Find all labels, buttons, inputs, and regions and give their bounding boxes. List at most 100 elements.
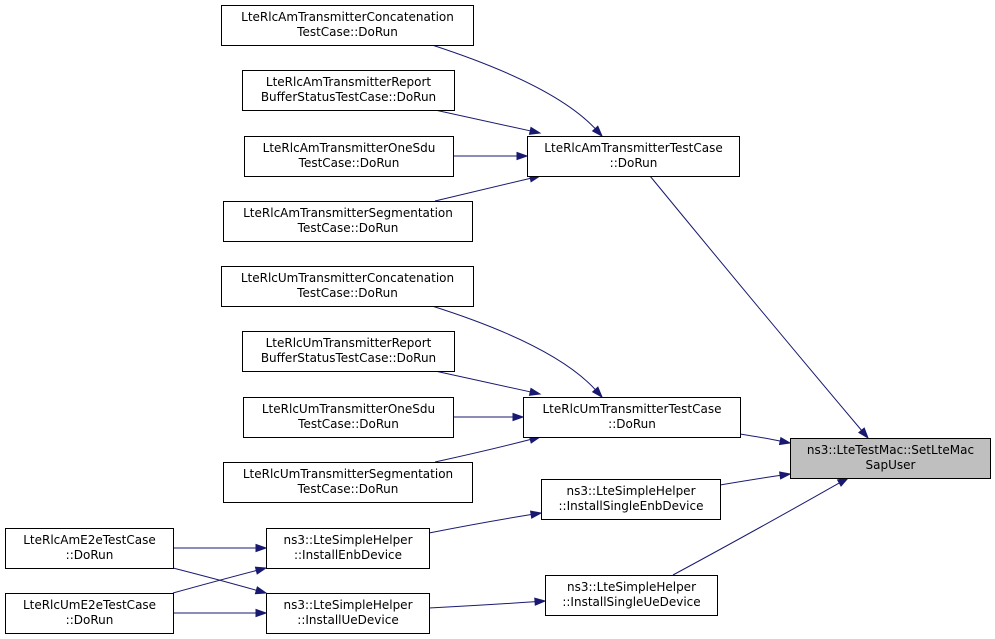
node-label-line2: BufferStatusTestCase::DoRun — [261, 90, 436, 104]
node-label-line2: ::DoRun — [66, 548, 114, 562]
node-label-line2: TestCase::DoRun — [297, 482, 399, 496]
node-install-ue[interactable]: ns3::LteSimpleHelper::InstallUeDevice — [266, 593, 430, 634]
edge-am-e2e-to-install-ue — [172, 567, 258, 592]
node-box[interactable] — [223, 462, 473, 503]
node-um-test[interactable]: LteRlcUmTransmitterTestCase::DoRun — [523, 397, 741, 438]
node-install-enb[interactable]: ns3::LteSimpleHelper::InstallEnbDevice — [266, 528, 430, 569]
arrowhead-install-single-ue-to-setltemacsapuser — [836, 477, 850, 487]
node-label-line2: TestCase::DoRun — [296, 286, 398, 300]
edge-install-enb-to-install-single-enb — [428, 513, 533, 534]
node-label-line1: LteRlcAmTransmitterOneSdu — [263, 141, 436, 155]
node-box[interactable] — [527, 136, 740, 177]
arrowhead-install-single-enb-to-setltemacsapuser — [779, 471, 792, 480]
node-label-line2: ::InstallEnbDevice — [294, 548, 402, 562]
node-um-e2e[interactable]: LteRlcUmE2eTestCase::DoRun — [5, 593, 174, 634]
edge-um-concat-to-um-test — [431, 305, 597, 391]
arrowhead-um-report-to-um-test — [528, 387, 542, 396]
node-box[interactable] — [523, 397, 741, 438]
arrowhead-um-onesdu-to-um-test — [512, 412, 525, 422]
node-label-line1: LteRlcAmTransmitterSegmentation — [243, 206, 453, 220]
node-label-line1: LteRlcUmE2eTestCase — [23, 598, 156, 612]
node-label-line1: ns3::LteTestMac::SetLteMac — [807, 443, 974, 457]
edge-install-ue-to-install-single-ue — [428, 601, 537, 609]
node-am-e2e[interactable]: LteRlcAmE2eTestCase::DoRun — [5, 528, 174, 569]
edge-um-seg-to-um-test — [434, 438, 532, 463]
edge-am-seg-to-am-test — [434, 177, 532, 202]
node-am-concat[interactable]: LteRlcAmTransmitterConcatenationTestCase… — [221, 5, 474, 46]
node-label-line2: TestCase::DoRun — [298, 156, 400, 170]
node-install-single-ue[interactable]: ns3::LteSimpleHelper::InstallSingleUeDev… — [545, 575, 718, 616]
arrowhead-um-concat-to-um-test — [591, 386, 604, 399]
edge-um-e2e-to-install-enb — [172, 569, 258, 594]
node-um-concat[interactable]: LteRlcUmTransmitterConcatenationTestCase… — [221, 266, 474, 307]
arrowhead-am-e2e-to-install-ue — [254, 586, 268, 595]
node-am-report[interactable]: LteRlcAmTransmitterReportBufferStatusTes… — [242, 70, 455, 111]
node-label-line1: ns3::LteSimpleHelper — [567, 580, 696, 594]
node-box[interactable] — [221, 266, 474, 307]
node-box[interactable] — [243, 397, 454, 438]
node-box[interactable] — [545, 575, 718, 616]
node-label-line2: TestCase::DoRun — [297, 417, 399, 431]
edge-install-single-ue-to-setltemacsapuser — [672, 482, 841, 576]
edge-install-single-enb-to-setltemacsapuser — [719, 474, 782, 486]
node-label-line2: ::DoRun — [66, 613, 114, 627]
node-box[interactable] — [266, 528, 430, 569]
node-label-line1: LteRlcUmTransmitterTestCase — [543, 402, 722, 416]
node-label-line1: ns3::LteSimpleHelper — [284, 533, 413, 547]
node-box[interactable] — [242, 331, 455, 372]
node-box[interactable] — [541, 479, 721, 520]
arrowhead-am-concat-to-am-test — [591, 125, 604, 138]
node-label-line1: LteRlcAmTransmitterTestCase — [544, 141, 722, 155]
node-label-line1: LteRlcAmTransmitterReport — [266, 75, 431, 89]
arrowhead-am-test-to-setltemacsapuser — [858, 427, 869, 440]
edge-am-test-to-setltemacsapuser — [649, 175, 863, 432]
node-um-report[interactable]: LteRlcUmTransmitterReportBufferStatusTes… — [242, 331, 455, 372]
node-box[interactable] — [221, 5, 474, 46]
node-label-line1: LteRlcAmE2eTestCase — [23, 533, 156, 547]
edge-um-report-to-um-test — [434, 370, 532, 393]
node-box[interactable] — [244, 136, 454, 177]
node-label-line2: BufferStatusTestCase::DoRun — [261, 351, 436, 365]
node-box[interactable] — [790, 438, 991, 479]
arrowhead-am-onesdu-to-am-test — [516, 151, 529, 161]
node-label-line2: ::InstallSingleUeDevice — [562, 595, 700, 609]
arrowhead-install-enb-to-install-single-enb — [529, 510, 543, 519]
arrowhead-um-e2e-to-install-enb — [254, 566, 268, 575]
node-box[interactable] — [266, 593, 430, 634]
node-label-line2: ::DoRun — [608, 417, 656, 431]
node-label-line1: ns3::LteSimpleHelper — [284, 598, 413, 612]
node-label-line2: SapUser — [866, 458, 916, 472]
arrowhead-am-e2e-to-install-enb — [255, 543, 268, 553]
node-label-line2: ::InstallUeDevice — [297, 613, 398, 627]
node-label-line1: LteRlcUmTransmitterConcatenation — [241, 271, 454, 285]
arrowhead-um-test-to-setltemacsapuser — [778, 436, 792, 446]
node-am-test[interactable]: LteRlcAmTransmitterTestCase::DoRun — [527, 136, 740, 177]
node-box[interactable] — [5, 593, 174, 634]
node-label-line1: LteRlcUmTransmitterSegmentation — [243, 467, 453, 481]
node-label-line1: ns3::LteSimpleHelper — [567, 484, 696, 498]
arrowhead-um-e2e-to-install-ue — [255, 608, 268, 618]
node-am-seg[interactable]: LteRlcAmTransmitterSegmentationTestCase:… — [223, 201, 473, 242]
node-label-line2: TestCase::DoRun — [297, 221, 399, 235]
edge-am-concat-to-am-test — [431, 44, 597, 130]
node-install-single-enb[interactable]: ns3::LteSimpleHelper::InstallSingleEnbDe… — [541, 479, 721, 520]
node-box[interactable] — [5, 528, 174, 569]
nodes-layer: LteRlcAmTransmitterConcatenationTestCase… — [5, 5, 991, 634]
node-label-line2: ::InstallSingleEnbDevice — [559, 499, 704, 513]
edge-am-report-to-am-test — [434, 109, 532, 132]
node-um-seg[interactable]: LteRlcUmTransmitterSegmentationTestCase:… — [223, 462, 473, 503]
node-label-line1: LteRlcUmTransmitterReport — [266, 336, 432, 350]
arrowhead-install-ue-to-install-single-ue — [534, 597, 547, 606]
node-box[interactable] — [223, 201, 473, 242]
arrowhead-am-report-to-am-test — [528, 126, 542, 135]
node-label-line2: ::DoRun — [610, 156, 658, 170]
edge-um-test-to-setltemacsapuser — [739, 433, 782, 442]
node-label-line1: LteRlcAmTransmitterConcatenation — [241, 10, 454, 24]
node-label-line1: LteRlcUmTransmitterOneSdu — [262, 402, 435, 416]
node-box[interactable] — [242, 70, 455, 111]
node-label-line2: TestCase::DoRun — [296, 25, 398, 39]
